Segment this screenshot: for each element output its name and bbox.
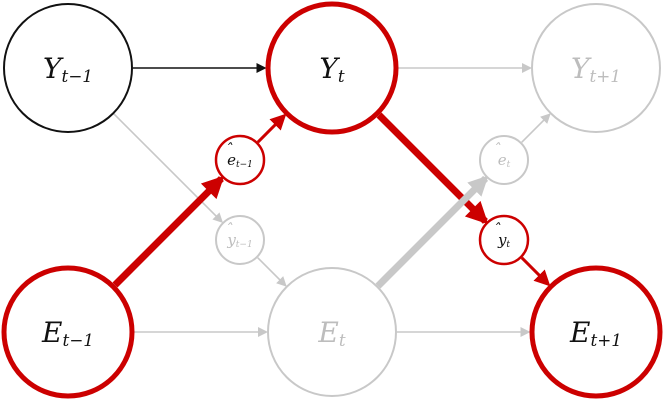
edge-ehat-prev-to-Y-t <box>256 113 287 144</box>
node-Y-prev: Yt−1 <box>3 3 133 133</box>
node-E-t: Et <box>267 267 397 397</box>
node-E-prev: Et−1 <box>1 265 135 399</box>
edge-ehat-t-to-Y-next <box>521 113 551 143</box>
node-yhat-t: yt ˆ <box>478 214 530 266</box>
node-Y-next-circle <box>531 3 661 133</box>
node-Y-t-label: Yt <box>319 52 344 87</box>
node-E-next-label: Et+1 <box>569 316 622 351</box>
edges-layer <box>112 63 551 337</box>
edge-E-prev-to-ehat-prev <box>112 175 225 288</box>
node-E-next: Et+1 <box>529 265 663 399</box>
node-Y-prev-circle <box>3 3 133 133</box>
node-E-prev-label: Et−1 <box>41 316 94 351</box>
node-Y-next-label: Yt+1 <box>571 52 621 87</box>
node-ehat-t-hat: ˆ <box>493 140 501 158</box>
node-ehat-prev-label: et−1 <box>227 151 253 170</box>
node-ehat-prev-hat: ˆ <box>225 140 233 158</box>
edge-yhat-prev-to-E-t <box>257 257 287 287</box>
node-yhat-prev-label: yt−1 <box>226 231 252 250</box>
nodes-layer: Yt−1 Yt Yt+1 Et−1 Et <box>1 1 663 399</box>
node-ehat-prev-circle <box>214 134 266 186</box>
node-E-t-circle <box>267 267 397 397</box>
node-Y-t: Yt <box>265 1 399 135</box>
node-yhat-prev: yt−1 ˆ <box>215 215 265 265</box>
edge-E-t-to-ehat-t <box>375 175 489 289</box>
node-Y-t-circle <box>265 1 399 135</box>
node-yhat-t-label: yt <box>497 231 510 250</box>
node-ehat-t-label: et <box>498 151 511 170</box>
node-yhat-t-circle <box>478 214 530 266</box>
edge-yhat-t-to-E-next <box>520 256 551 287</box>
node-yhat-t-hat: ˆ <box>493 220 501 238</box>
node-Y-prev-label: Yt−1 <box>43 52 93 87</box>
node-ehat-t: et ˆ <box>479 135 529 185</box>
node-yhat-prev-circle <box>215 215 265 265</box>
edge-Y-prev-to-yhat-prev <box>113 113 224 224</box>
node-E-prev-circle <box>1 265 135 399</box>
node-Y-next: Yt+1 <box>531 3 661 133</box>
node-yhat-prev-hat: ˆ <box>225 220 233 238</box>
node-ehat-prev: et−1 ˆ <box>214 134 266 186</box>
node-E-next-circle <box>529 265 663 399</box>
node-E-t-label: Et <box>317 316 345 351</box>
node-ehat-t-circle <box>479 135 529 185</box>
edge-Y-t-to-yhat-t <box>376 112 489 225</box>
